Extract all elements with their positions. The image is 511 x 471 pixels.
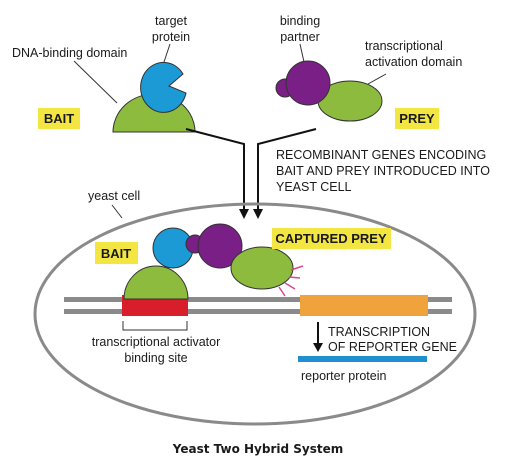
target-protein-shape bbox=[140, 61, 187, 113]
binding-partner-label-line2: partner bbox=[280, 30, 320, 44]
target-protein-label-line1: target bbox=[155, 14, 187, 28]
target-protein-label-line2: protein bbox=[152, 30, 190, 44]
recombinant-label-line2: BAIT AND PREY INTRODUCED INTO bbox=[276, 164, 490, 178]
inner-activation-domain-shape bbox=[230, 246, 294, 290]
reporter-gene bbox=[300, 295, 428, 316]
bait-tag-top-label: BAIT bbox=[44, 111, 74, 126]
recombinant-label-line3: YEAST CELL bbox=[276, 180, 352, 194]
yeast-cell-pointer bbox=[111, 204, 123, 219]
dna-binding-domain-label: DNA-binding domain bbox=[12, 46, 127, 60]
bait-tag-inner-label: BAIT bbox=[101, 246, 131, 261]
binding-partner-label-line1: binding bbox=[280, 14, 320, 28]
captured-prey-tag-label: CAPTURED PREY bbox=[275, 231, 387, 246]
target-protein-pointer bbox=[163, 43, 171, 63]
merge-arrows bbox=[185, 128, 317, 212]
yeast-cell-label: yeast cell bbox=[88, 189, 140, 203]
activation-domain-pointer bbox=[367, 73, 387, 85]
dna-strand-lower bbox=[64, 309, 452, 314]
merge-arrowhead-left bbox=[239, 209, 249, 219]
inner-dna-binding-domain-shape bbox=[123, 265, 189, 300]
activation-domain-label-line2: activation domain bbox=[365, 55, 462, 69]
inner-binding-partner-shape bbox=[197, 223, 243, 269]
binding-site-label-line1: transcriptional activator bbox=[92, 335, 221, 349]
binding-site-bracket bbox=[122, 321, 188, 331]
transcription-label-line2: OF REPORTER GENE bbox=[328, 340, 457, 354]
dna-binding-domain-pointer bbox=[73, 60, 118, 104]
transcription-label-line1: TRANSCRIPTION bbox=[328, 325, 430, 339]
bait-tag-top bbox=[38, 108, 80, 129]
activator-binding-site bbox=[122, 295, 188, 316]
captured-prey-tag bbox=[272, 228, 391, 249]
binding-partner-shape bbox=[285, 60, 331, 106]
reporter-protein-label: reporter protein bbox=[301, 369, 387, 383]
binding-partner-pointer bbox=[299, 43, 305, 63]
activation-domain-label-line1: transcriptional bbox=[365, 39, 443, 53]
reporter-protein-bar bbox=[298, 356, 427, 362]
prey-tag-top-label: PREY bbox=[399, 111, 435, 126]
transcription-arrowhead bbox=[313, 343, 323, 352]
recombinant-label-line1: RECOMBINANT GENES ENCODING bbox=[276, 148, 486, 162]
prey-tag-top bbox=[395, 108, 439, 129]
activation-signal-lines bbox=[278, 265, 304, 297]
merge-arrowhead-right bbox=[253, 209, 263, 219]
diagram-title: Yeast Two Hybrid System bbox=[172, 442, 344, 456]
bait-tag-inner bbox=[95, 242, 138, 264]
binding-site-label-line2: binding site bbox=[124, 351, 187, 365]
yeast-cell-outline bbox=[33, 202, 477, 426]
dna-strand-upper bbox=[64, 297, 452, 302]
